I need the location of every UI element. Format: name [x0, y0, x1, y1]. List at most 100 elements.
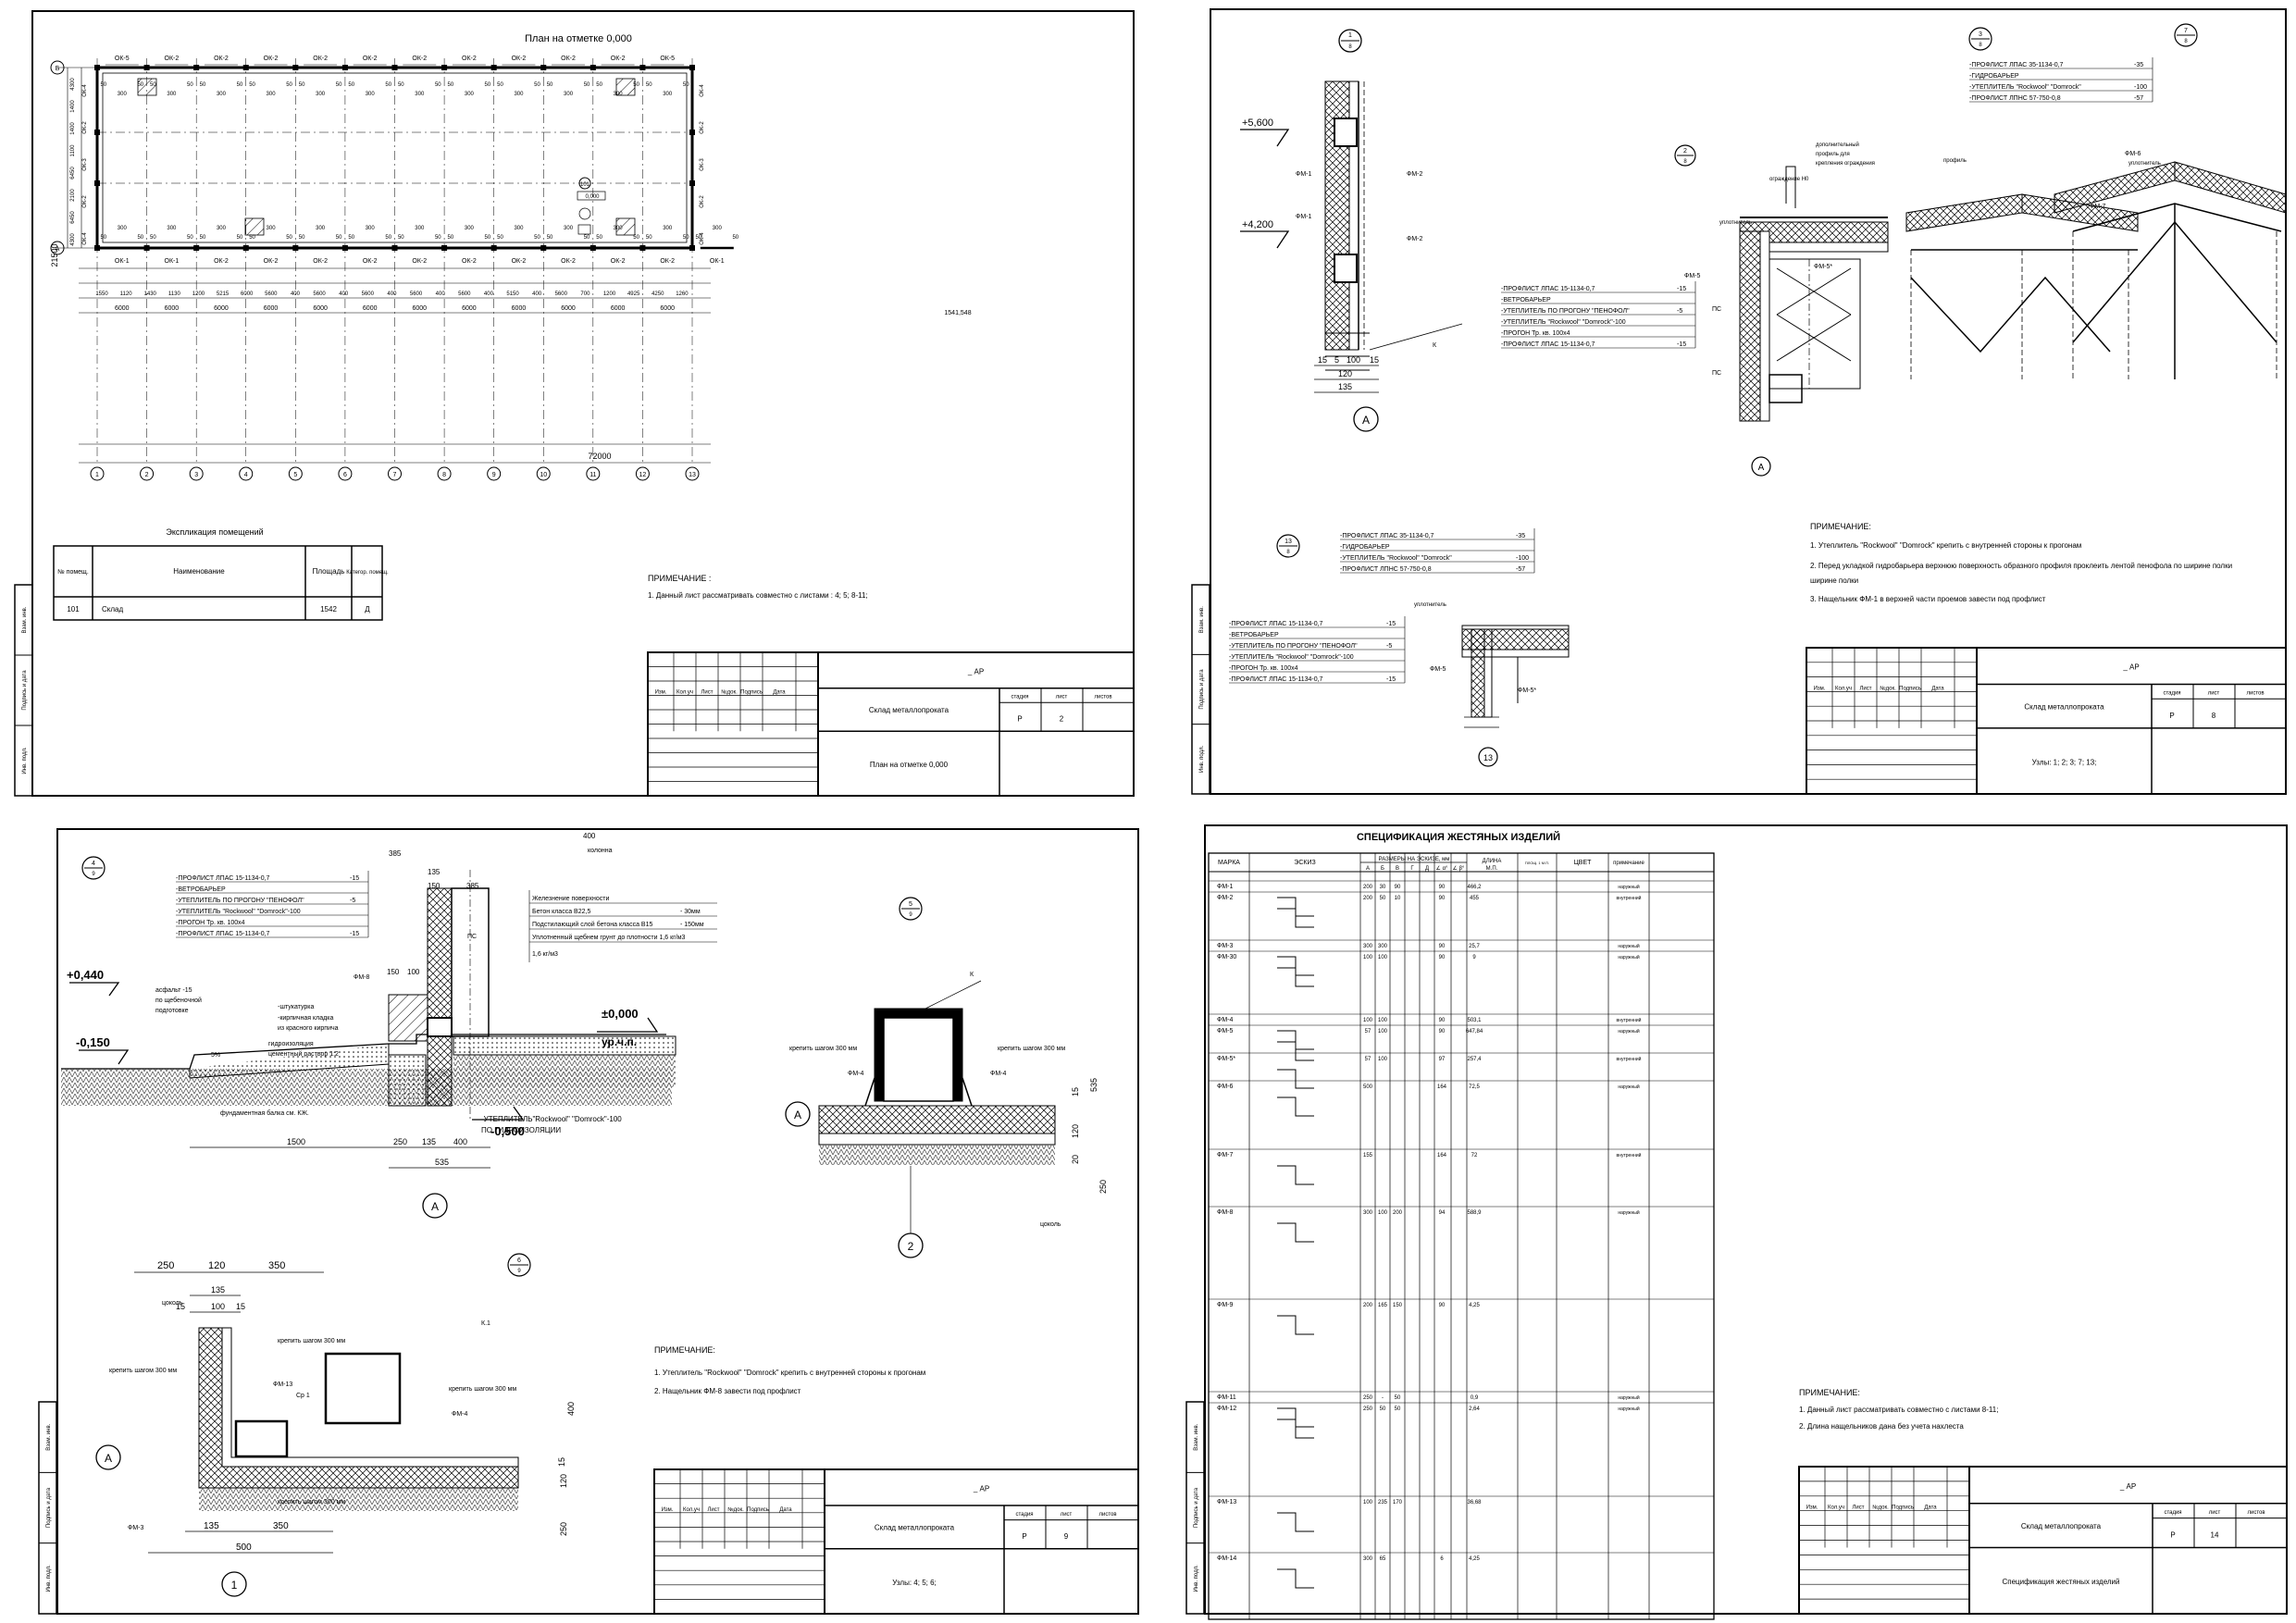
layer-label: -ПРОФЛИСТ ЛПАС 15-1134-0,7 — [1229, 621, 1323, 627]
spec-mark-ФМ-14: ФМ-14 — [1217, 1555, 1236, 1562]
svg-text:подготовке: подготовке — [155, 1008, 189, 1014]
svg-text:ФМ-4: ФМ-4 — [990, 1071, 1006, 1077]
tb-col-label: Изм. — [655, 690, 667, 696]
note-1: 1. Данный лист рассматривать совместно с… — [1799, 1406, 1998, 1414]
layer-label: -ПРОФЛИСТ ЛПАС 15-1134-0,7 — [1501, 341, 1595, 348]
axis-number-3: 3 — [194, 472, 198, 478]
spec-cell: 90 — [1439, 944, 1446, 949]
window-top-label: ОК-2 — [363, 56, 378, 62]
svg-text:цементный раствор 1:2: цементный раствор 1:2 — [268, 1050, 339, 1058]
svg-text:385: 385 — [389, 849, 402, 858]
svg-text:крепления ограждения: крепления ограждения — [1816, 161, 1875, 167]
level-4200: +4,200 — [1242, 219, 1273, 230]
spec-cell: 4,25 — [1469, 1303, 1480, 1308]
window-dim: 50 — [398, 235, 404, 241]
expl-head-num: № помещ. — [57, 569, 89, 576]
segment-dim: 4250 — [652, 291, 664, 297]
explication-title: Экспликация помещений — [166, 527, 263, 537]
svg-text:профиль для: профиль для — [1816, 152, 1850, 157]
axis-number-9: 9 — [492, 472, 496, 478]
axis-bubble — [635, 466, 650, 481]
axis-letter-А: А — [56, 246, 60, 253]
layer-label: -УТЕПЛИТЕЛЬ ПО ПРОГОНУ "ПЕНОФОЛ" — [176, 898, 304, 904]
expl-row-num: 101 — [67, 605, 80, 613]
tb-stage: Р — [2169, 712, 2174, 720]
window-top-label: ОК-2 — [561, 56, 576, 62]
floor-layer-label: Подстилающий слой бетона класса B15 — [532, 921, 652, 928]
spec-head-len: ДЛИНА — [1483, 859, 1502, 864]
svg-text:350: 350 — [273, 1521, 289, 1531]
window-dim: 300 — [465, 92, 475, 97]
spec-cell: 100 — [1363, 955, 1373, 960]
floor-layer-thickness: - 30мм — [680, 909, 701, 915]
layer-label: -ПРОФЛИСТ ЛПАС 35-1134-0,7 — [1969, 62, 2064, 68]
side-label: Подпись и дата — [22, 670, 28, 711]
svg-text:385: 385 — [466, 882, 479, 890]
window-dim: 50 — [187, 235, 193, 241]
window-dim: 300 — [614, 226, 624, 231]
window-dim: 300 — [118, 226, 128, 231]
axis-number-1: 1 — [95, 472, 99, 478]
side-label: Подпись и дата — [1194, 1487, 1199, 1528]
layer-label: -ПРОФЛИСТ ЛПНС 57-750-0,8 — [1340, 566, 1432, 573]
spec-cell: 90 — [1439, 1029, 1446, 1035]
spec-cell: 100 — [1378, 1029, 1388, 1035]
axis-bubble — [239, 466, 254, 481]
segment-dim: 1200 — [192, 291, 205, 297]
tb-object: Склад металлопроката — [2024, 702, 2104, 711]
window-dim: 50 — [286, 235, 292, 241]
spec-cell: 90 — [1439, 885, 1446, 890]
node-mark-2: 2 — [1683, 148, 1687, 155]
node-6-drawing — [198, 1327, 519, 1511]
spec-note: наружный — [1618, 1406, 1640, 1412]
spec-note: наружный — [1618, 1209, 1640, 1216]
segment-dim: 5600 — [458, 291, 471, 297]
tb-col-label: Дата — [779, 1507, 792, 1513]
axis-bubble — [50, 241, 65, 255]
svg-text:ФМ-5*: ФМ-5* — [1814, 264, 1832, 270]
frame-sheet-2 — [31, 10, 1135, 797]
tb-col-label: Подпись — [747, 1507, 769, 1513]
window-top-label: ОК-2 — [264, 56, 279, 62]
axis-bubble — [437, 466, 452, 481]
svg-text:120: 120 — [559, 1474, 568, 1488]
window-bottom-label: ОК-2 — [512, 258, 527, 265]
window-dim: 50 — [534, 82, 540, 88]
svg-text:-штукатурка: -штукатурка — [278, 1004, 315, 1010]
svg-text:А: А — [1758, 463, 1765, 473]
window-dim: 300 — [663, 92, 673, 97]
segment-dim: 400 — [484, 291, 494, 297]
axis-dim: 6000 — [561, 305, 576, 312]
spec-cell: 300 — [1363, 1210, 1373, 1216]
profile-sketch — [1277, 956, 1314, 976]
svg-text:150: 150 — [428, 882, 441, 890]
window-side-label: ОК-3 — [82, 158, 88, 171]
segment-dim: 5600 — [313, 291, 326, 297]
window-dim: 50 — [683, 235, 689, 241]
tb-col-label: №док. — [1872, 1505, 1889, 1511]
svg-text:ограждение Н0: ограждение Н0 — [1769, 177, 1809, 182]
window-top-label: ОК-5 — [115, 56, 130, 62]
segment-dim: 1550 — [95, 291, 108, 297]
note-title: ПРИМЕЧАНИЕ : — [648, 574, 711, 583]
window-side-label: ОК-4 — [700, 84, 705, 97]
dims-node-5: 15 120 20 535 250 — [1071, 1078, 1108, 1194]
axis-bubble — [388, 466, 402, 481]
svg-text:135: 135 — [211, 1285, 225, 1295]
spec-cell: 200 — [1363, 885, 1373, 890]
window-dim: 50 — [435, 82, 441, 88]
expl-row-name: Склад — [102, 605, 123, 613]
window-dim: 300 — [267, 92, 277, 97]
axis-dim: 6000 — [363, 305, 378, 312]
level-label: ур.ч.п. — [602, 1035, 637, 1048]
tb-object: Склад металлопроката — [2021, 1522, 2102, 1530]
tb-head: стадия — [2163, 691, 2180, 697]
level-0150: -0,150 — [76, 1035, 110, 1049]
svg-text:крепить шагом 300 мм: крепить шагом 300 мм — [278, 1499, 345, 1505]
tb-col-label: №док. — [721, 689, 738, 696]
level-0500: -0,500 — [490, 1124, 525, 1138]
svg-text:крепить шагом 300 мм: крепить шагом 300 мм — [449, 1386, 516, 1393]
tb-head: стадия — [2164, 1510, 2181, 1516]
side-label: Инв. подл. — [22, 747, 28, 774]
